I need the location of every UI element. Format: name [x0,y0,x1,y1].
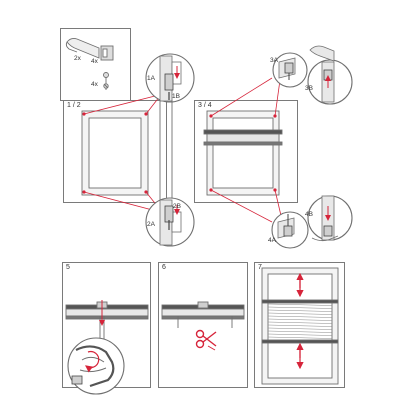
detail-magnifier-4a [271,211,309,249]
pleat-line [267,336,333,339]
mounting-bracket-part [66,37,100,59]
leader-lines-3-4 [210,77,283,223]
step-panel-6 [158,262,248,388]
detail-magnifier-3a [272,52,308,88]
callout-2b: 2B [173,203,181,210]
detail-magnifier-2 [145,197,195,247]
panel-label-7: 7 [258,264,262,271]
scissors-icon [195,329,217,349]
clip-quantity: 4x [91,58,99,65]
pleat-line [267,303,333,306]
callout-4b: 4B [305,211,313,218]
screw-quantity: 4x [91,81,99,88]
frame-edge-detail [159,100,173,200]
pleat-line [267,315,333,318]
window-frame-3-4 [203,110,283,196]
detail-magnifier-5 [67,337,125,395]
detail-magnifier-3b [307,45,353,105]
callout-2a: 2A [147,221,156,228]
callout-1b: 1B [172,93,180,100]
pleat-line [267,306,333,309]
pleats [267,303,333,339]
callout-1a: 1A [147,75,156,82]
panel-label-3-4: 3 / 4 [198,102,212,109]
pleat-line [267,327,333,330]
callout-3b: 3B [305,85,313,92]
cut-indicator [207,345,216,351]
panel-label-5: 5 [66,264,70,271]
screw-part [103,72,109,90]
pleat-line [267,312,333,315]
callout-4a: 4A [268,237,277,244]
pleat-line [267,309,333,312]
pleat-line [267,318,333,321]
rail-assembly-6 [161,301,245,328]
pleat-line [267,333,333,336]
detail-magnifier-1 [145,53,195,103]
window-frame-1-2 [81,110,149,196]
detail-magnifier-4b [307,195,353,242]
bracket-quantity: 2x [74,55,82,62]
pleat-line [267,321,333,324]
pleat-line [267,324,333,327]
parts-illustration [65,37,114,90]
pleat-line [267,330,333,333]
panel-label-6: 6 [162,264,166,271]
rail-assembly-5 [65,300,149,345]
callout-3a: 3A [270,57,279,64]
panel-label-1-2: 1 / 2 [67,102,81,109]
